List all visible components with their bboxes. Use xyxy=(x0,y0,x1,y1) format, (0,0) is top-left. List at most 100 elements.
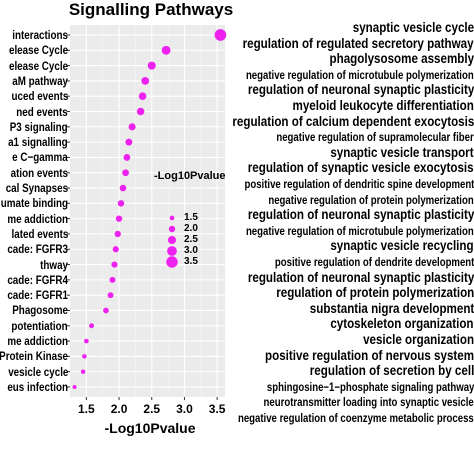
go-term-label: synaptic vesicle cycle xyxy=(352,20,474,35)
pathway-label: eus infection xyxy=(7,380,68,394)
x-tick-label: 2.5 xyxy=(143,402,161,416)
pathway-label: elease Cycle xyxy=(8,58,68,73)
pathway-label: e C−gamma xyxy=(12,150,68,165)
go-term-label: regulation of protein polymerization xyxy=(275,285,474,301)
data-point xyxy=(114,230,121,238)
legend-label: 3.0 xyxy=(184,245,198,256)
pathway-label: ned events xyxy=(16,104,68,119)
pathway-label: me addiction xyxy=(7,211,68,226)
go-term-label: neurotransmitter loading into synaptic v… xyxy=(263,395,474,410)
go-term-label: negative regulation of coenzyme metaboli… xyxy=(238,411,474,425)
go-term-label: regulation of regulated secretory pathwa… xyxy=(243,35,474,51)
data-point xyxy=(138,92,147,101)
data-point xyxy=(80,369,86,374)
go-term-label: regulation of neuronal synaptic plastici… xyxy=(247,82,474,98)
legend-symbol xyxy=(167,235,177,245)
pathway-label: elease Cycle xyxy=(8,43,68,58)
data-point xyxy=(123,154,131,161)
data-point xyxy=(112,246,119,253)
pathway-label: me addiction xyxy=(7,334,68,349)
data-point xyxy=(82,354,87,359)
legend-label: 2.5 xyxy=(184,234,198,245)
x-axis-label: -Log10Pvalue xyxy=(104,420,196,436)
go-term-label: positive regulation of dendritic spine d… xyxy=(244,177,474,191)
go-term-label: negative regulation of supramolecular fi… xyxy=(276,130,474,145)
pathway-label: ation events xyxy=(10,165,68,180)
pathway-label: umate binding xyxy=(0,196,68,211)
legend-symbol xyxy=(168,225,176,233)
data-point xyxy=(89,323,95,329)
legend-title: -Log10Pvalue xyxy=(154,170,226,182)
legend-symbol xyxy=(167,246,177,256)
data-point xyxy=(136,107,145,116)
go-term-label: substantia nigra development xyxy=(309,300,474,316)
go-term-label: regulation of neuronal synaptic plastici… xyxy=(247,207,474,223)
data-point xyxy=(103,307,109,314)
go-term-label: positive regulation of nervous system xyxy=(264,347,474,363)
pathway-label: Phagosome xyxy=(12,303,68,318)
go-term-label: sphingosine−1−phosphate signaling pathwa… xyxy=(266,379,474,394)
plot-panel xyxy=(70,25,225,397)
pathway-label: cade: FGFR3 xyxy=(7,242,68,257)
x-axis-ticks xyxy=(85,397,218,400)
data-point xyxy=(128,123,136,131)
x-tick-label: 1.5 xyxy=(78,402,95,416)
pathway-label: interactions xyxy=(12,28,68,42)
pathway-label: a1 signalling xyxy=(8,135,68,150)
data-point xyxy=(141,77,150,85)
pathway-label: Protein Kinase xyxy=(0,349,68,364)
go-term-label: positive regulation of dendrite developm… xyxy=(274,255,474,269)
pathway-label: cal Synapses xyxy=(5,181,68,196)
go-term-label: synaptic vesicle recycling xyxy=(330,238,474,254)
pathway-label: potentiation xyxy=(11,318,68,333)
data-point xyxy=(72,384,77,390)
go-term-label: regulation of neuronal synaptic plastici… xyxy=(247,269,474,285)
legend-label: 3.5 xyxy=(184,256,198,267)
pathway-label: lated events xyxy=(11,226,68,241)
pathway-label: vesicle cycle xyxy=(7,364,68,379)
data-point xyxy=(119,184,127,192)
pathway-label: cade: FGFR4 xyxy=(7,272,68,287)
go-term-label: negative regulation of microtubule polym… xyxy=(246,67,474,82)
data-point xyxy=(161,45,171,55)
pathway-label: P3 signaling xyxy=(10,119,68,134)
pathway-label: cade: FGFR1 xyxy=(7,288,68,303)
pathway-label: uced events xyxy=(11,89,68,104)
data-point xyxy=(122,169,129,177)
data-point xyxy=(111,261,118,268)
data-points xyxy=(72,29,227,390)
legend-symbols xyxy=(166,215,178,268)
data-point xyxy=(84,338,89,344)
pathway-label: aM pathway xyxy=(12,73,68,88)
go-term-label: regulation of secretion by cell xyxy=(309,363,474,379)
data-point xyxy=(125,138,133,146)
data-point xyxy=(115,215,123,222)
x-tick-label: 3.5 xyxy=(208,402,226,416)
data-point xyxy=(214,29,227,41)
go-term-label: negative regulation of microtubule polym… xyxy=(246,223,474,238)
x-tick-label: 3.0 xyxy=(176,402,193,416)
legend-label: 1.5 xyxy=(184,212,198,223)
go-term-label: regulation of calcium dependent exocytos… xyxy=(232,113,474,129)
y-axis-ticks xyxy=(67,34,70,388)
go-term-label: vesicle organization xyxy=(363,332,474,347)
go-term-label: myeloid leukocyte differentiation xyxy=(292,98,474,113)
go-term-label: negative regulation of protein polymeriz… xyxy=(268,192,474,207)
grid xyxy=(70,25,225,397)
data-point xyxy=(147,61,156,70)
data-point xyxy=(117,200,125,207)
data-point xyxy=(107,292,114,299)
data-point xyxy=(109,276,116,283)
go-term-label: phagolysosome assembly xyxy=(329,51,474,67)
x-tick-label: 2.0 xyxy=(110,402,128,416)
legend-label: 2.0 xyxy=(184,223,198,234)
legend-symbol xyxy=(169,215,175,221)
go-term-label: regulation of synaptic vesicle exocytosi… xyxy=(248,160,474,176)
go-term-label: cytoskeleton organization xyxy=(330,316,474,332)
pathway-label: thway xyxy=(40,257,68,272)
legend-symbol xyxy=(166,256,178,268)
go-term-label: synaptic vesicle transport xyxy=(330,144,474,160)
chart-title: Signalling Pathways xyxy=(68,0,234,19)
